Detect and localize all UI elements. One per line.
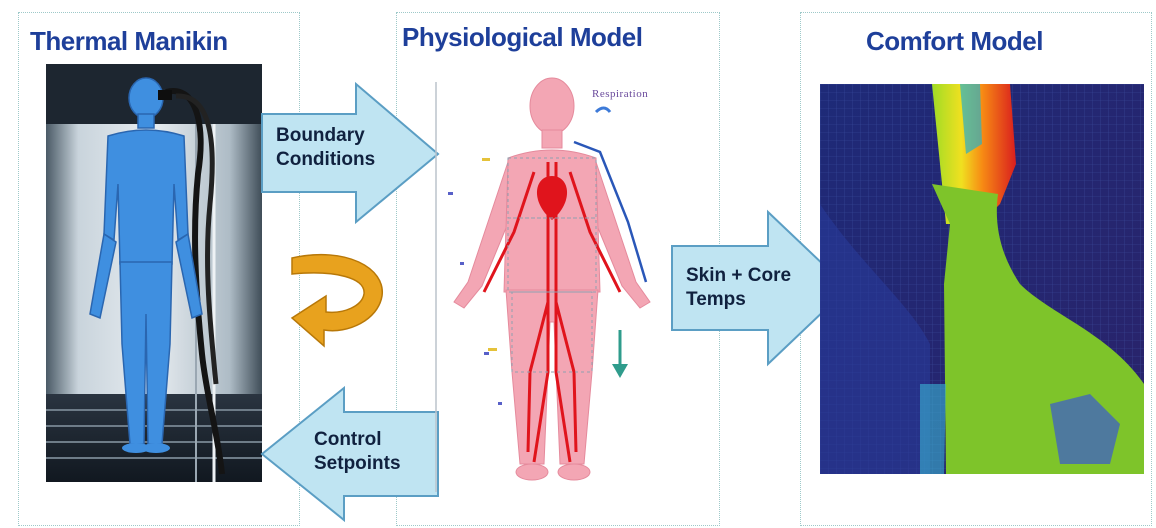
boundary-conditions-label: Boundary Conditions (276, 124, 375, 172)
control-line2: Setpoints (314, 452, 401, 476)
manikin-title: Thermal Manikin (30, 26, 228, 57)
physiological-title: Physiological Model (402, 22, 642, 53)
manikin-photo (46, 64, 262, 482)
respiration-caption: Respiration (592, 88, 648, 100)
feedback-loop-arrow (286, 244, 396, 354)
boundary-line1: Boundary (276, 124, 375, 148)
control-line1: Control (314, 428, 401, 452)
boundary-line2: Conditions (276, 148, 375, 172)
skin-core-temps-label: Skin + Core Temps (686, 264, 791, 312)
physiological-body-figure (424, 72, 694, 502)
skin-line2: Temps (686, 288, 791, 312)
control-setpoints-label: Control Setpoints (314, 428, 401, 476)
comfort-thermal-map (820, 84, 1144, 474)
comfort-title: Comfort Model (866, 26, 1043, 57)
skin-line1: Skin + Core (686, 264, 791, 288)
